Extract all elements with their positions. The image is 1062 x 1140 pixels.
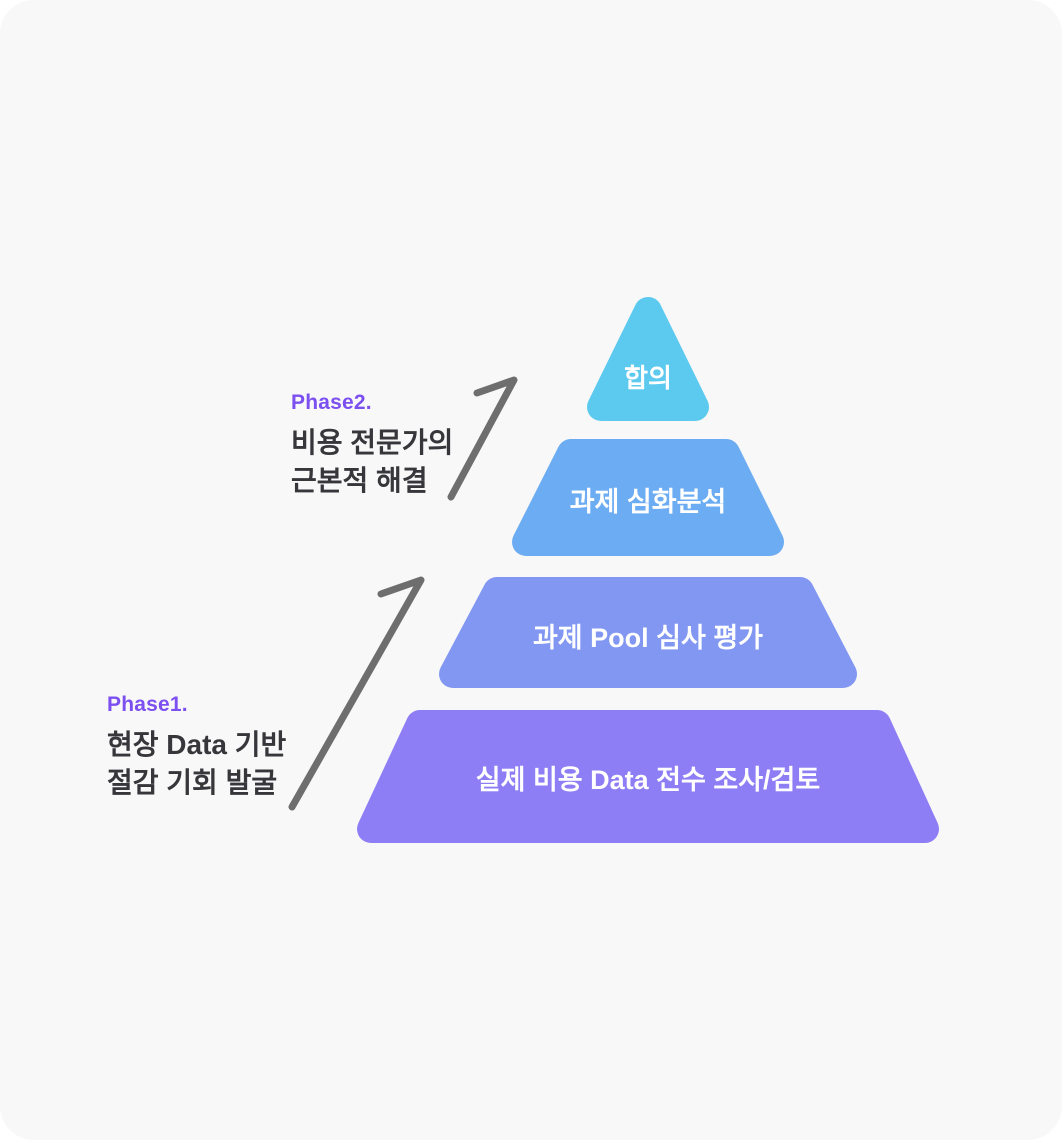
phase1-annotation: Phase1. 현장 Data 기반 절감 기회 발굴 (107, 693, 286, 802)
level-2-label: 과제 심화분석 (570, 487, 727, 517)
level-3-label: 과제 Pool 심사 평가 (533, 623, 763, 653)
phase2-line-2: 근본적 해결 (291, 465, 428, 496)
phase1-arrow-icon (288, 576, 425, 811)
phase2-title: Phase2. (291, 391, 372, 414)
phase2-annotation: Phase2. 비용 전문가의 근본적 해결 (291, 391, 453, 500)
pyramid-level-2: 과제 심화분석 (512, 439, 784, 556)
level-4-label: 실제 비용 Data 전수 조사/검토 (476, 765, 820, 795)
pyramid-level-1: 합의 (587, 297, 709, 421)
phase2-line-1: 비용 전문가의 (291, 427, 454, 458)
pyramid-level-3: 과제 Pool 심사 평가 (439, 577, 857, 688)
pyramid-level-4: 실제 비용 Data 전수 조사/검토 (357, 710, 939, 843)
level-1-label: 합의 (624, 363, 672, 393)
phase1-title: Phase1. (107, 693, 188, 716)
phase2-arrow-icon (447, 376, 518, 501)
phase1-line-1: 현장 Data 기반 (107, 729, 287, 760)
phase1-line-2: 절감 기회 발굴 (107, 767, 278, 798)
